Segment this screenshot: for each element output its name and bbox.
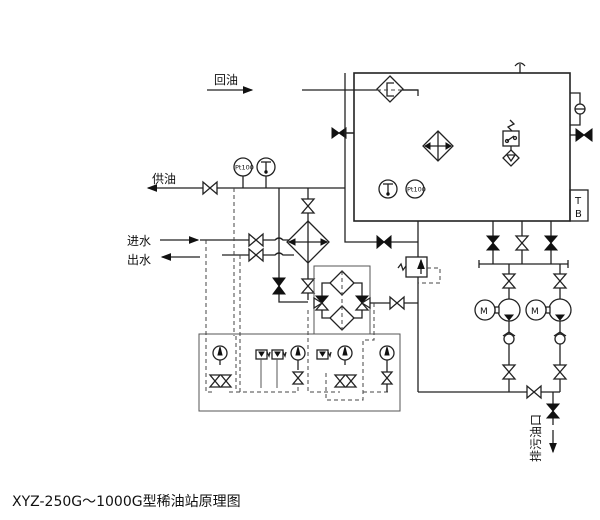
drain-outlet: 排污油口 bbox=[529, 392, 561, 462]
pressure-switch-3 bbox=[316, 349, 332, 360]
tank-thermometer-icon bbox=[378, 179, 398, 199]
svg-text:M: M bbox=[531, 307, 539, 317]
cooler-top-valve[interactable] bbox=[300, 198, 316, 214]
bypass-valve[interactable] bbox=[272, 277, 286, 295]
pump-2-check-valve bbox=[553, 331, 567, 345]
suction-valve-3[interactable] bbox=[543, 235, 559, 251]
pressure-gauge-2 bbox=[290, 345, 306, 370]
cooler-icon bbox=[286, 220, 330, 264]
pressure-gauge-1 bbox=[212, 345, 228, 365]
header-valve[interactable] bbox=[376, 234, 392, 250]
drain-outlet-label: 排污油口 bbox=[529, 414, 543, 462]
terminal-box-b-label: B bbox=[575, 209, 582, 220]
pump-1-outlet-valve[interactable] bbox=[501, 364, 517, 380]
pump-1-inlet-valve[interactable] bbox=[501, 273, 517, 289]
supply-oil-label: 供油 bbox=[152, 172, 176, 186]
gauge-3-valve-b[interactable] bbox=[344, 374, 358, 388]
breather-icon bbox=[514, 62, 526, 73]
heater-icon bbox=[422, 130, 454, 162]
filter-changeover-valve-left[interactable] bbox=[313, 295, 330, 311]
svg-text:Pt100: Pt100 bbox=[235, 164, 254, 172]
pressure-switch-1 bbox=[255, 349, 271, 388]
filter-outlet-valve[interactable] bbox=[389, 295, 405, 311]
level-switch-icon bbox=[502, 119, 520, 167]
motor-2-icon bbox=[525, 299, 547, 321]
supply-valve[interactable] bbox=[202, 180, 218, 196]
pressure-gauge-4 bbox=[379, 345, 395, 392]
suction-valve-1[interactable] bbox=[485, 235, 501, 251]
pump-2-inlet-valve[interactable] bbox=[552, 273, 568, 289]
svg-text:Pt100: Pt100 bbox=[407, 186, 426, 194]
supply-pt100-sensor: Pt100 bbox=[233, 157, 254, 177]
water-out-label: 出水 bbox=[127, 253, 151, 267]
svg-text:M: M bbox=[480, 307, 488, 317]
relief-valve[interactable] bbox=[397, 256, 441, 284]
pump-1: M bbox=[474, 264, 521, 392]
pump-2-outlet-valve[interactable] bbox=[552, 364, 568, 380]
terminal-box bbox=[569, 189, 589, 222]
return-oil-label: 回油 bbox=[214, 73, 238, 87]
pump-2: M bbox=[525, 264, 572, 392]
return-oil-line: 回油 bbox=[207, 73, 419, 103]
water-out-valve[interactable] bbox=[248, 247, 264, 263]
water-in-valve[interactable] bbox=[248, 232, 264, 248]
filter-changeover-valve-right[interactable] bbox=[354, 295, 371, 311]
pump-1-check-valve bbox=[502, 331, 516, 345]
gauge-4-valve[interactable] bbox=[380, 371, 394, 385]
supply-thermometer-icon bbox=[256, 157, 276, 177]
water-lines: 进水 出水 bbox=[127, 232, 294, 267]
water-in-label: 进水 bbox=[127, 234, 151, 248]
oil-tank: T B bbox=[353, 62, 593, 222]
pressure-switch-2 bbox=[271, 349, 287, 388]
gauge-1-valve-b[interactable] bbox=[219, 374, 233, 388]
supply-oil-line: 供油 Pt100 bbox=[146, 157, 345, 196]
terminal-box-t-label: T bbox=[574, 196, 582, 207]
pressure-gauge-3 bbox=[337, 345, 353, 365]
instrument-panel bbox=[198, 188, 401, 412]
duplex-filter bbox=[313, 265, 371, 335]
suction-valve-2[interactable] bbox=[514, 235, 530, 251]
tank-side-valve[interactable] bbox=[570, 128, 593, 142]
gauge-3-valve-a[interactable] bbox=[333, 374, 347, 388]
cooler-bottom-valve[interactable] bbox=[300, 278, 316, 294]
gauge-1-valve-a[interactable] bbox=[208, 374, 222, 388]
gauge-2-valve[interactable] bbox=[291, 371, 305, 385]
motor-1-icon bbox=[474, 299, 496, 321]
drain-valve[interactable] bbox=[545, 403, 561, 419]
return-filter-icon bbox=[376, 75, 404, 103]
pump-discharge-valve[interactable] bbox=[526, 384, 542, 400]
diagram-caption: XYZ-250G～1000G型稀油站原理图 bbox=[12, 494, 241, 510]
tank-pt100-sensor: Pt100 bbox=[405, 179, 426, 199]
